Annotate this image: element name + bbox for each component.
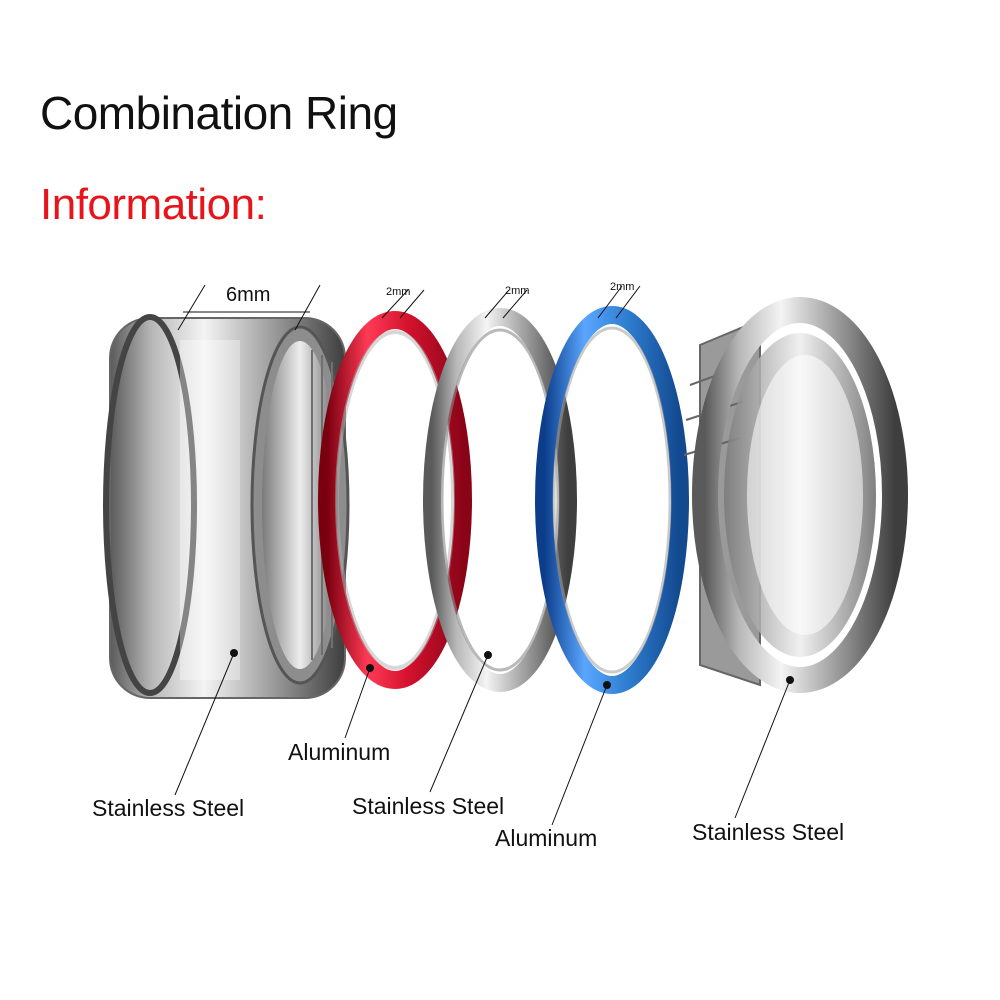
ring-1-stainless-steel-band [103,314,350,699]
dimension-6mm: 6mm [177,284,321,331]
part-label-ring-4: Aluminum [495,825,597,851]
leader-ring-1 [174,649,238,796]
page-title: Combination Ring [40,87,398,139]
dimension-2mm-steel: 2mm [484,285,529,319]
dimension-label-2mm: 2mm [386,286,410,298]
dimension-label-2mm: 2mm [505,285,529,297]
leader-ring-3 [429,651,492,793]
ring-3-stainless-steel [423,308,577,692]
part-label-ring-3: Stainless Steel [352,793,504,819]
dimension-2mm-blue: 2mm [597,281,641,319]
ring-5-stainless-steel [683,297,908,693]
leader-ring-2 [344,664,374,739]
dimension-2mm-red: 2mm [381,286,425,319]
leader-ring-5 [734,676,794,819]
leader-ring-4 [551,681,611,826]
info-heading: Information: [40,180,267,229]
part-label-ring-1: Stainless Steel [92,795,244,821]
part-label-ring-5: Stainless Steel [692,819,844,845]
part-label-ring-2: Aluminum [288,739,390,765]
dimension-label-6mm: 6mm [226,284,270,306]
dimension-label-2mm: 2mm [610,281,634,293]
ring-2-aluminum-red [318,311,472,689]
ring-4-aluminum-blue [535,306,689,694]
